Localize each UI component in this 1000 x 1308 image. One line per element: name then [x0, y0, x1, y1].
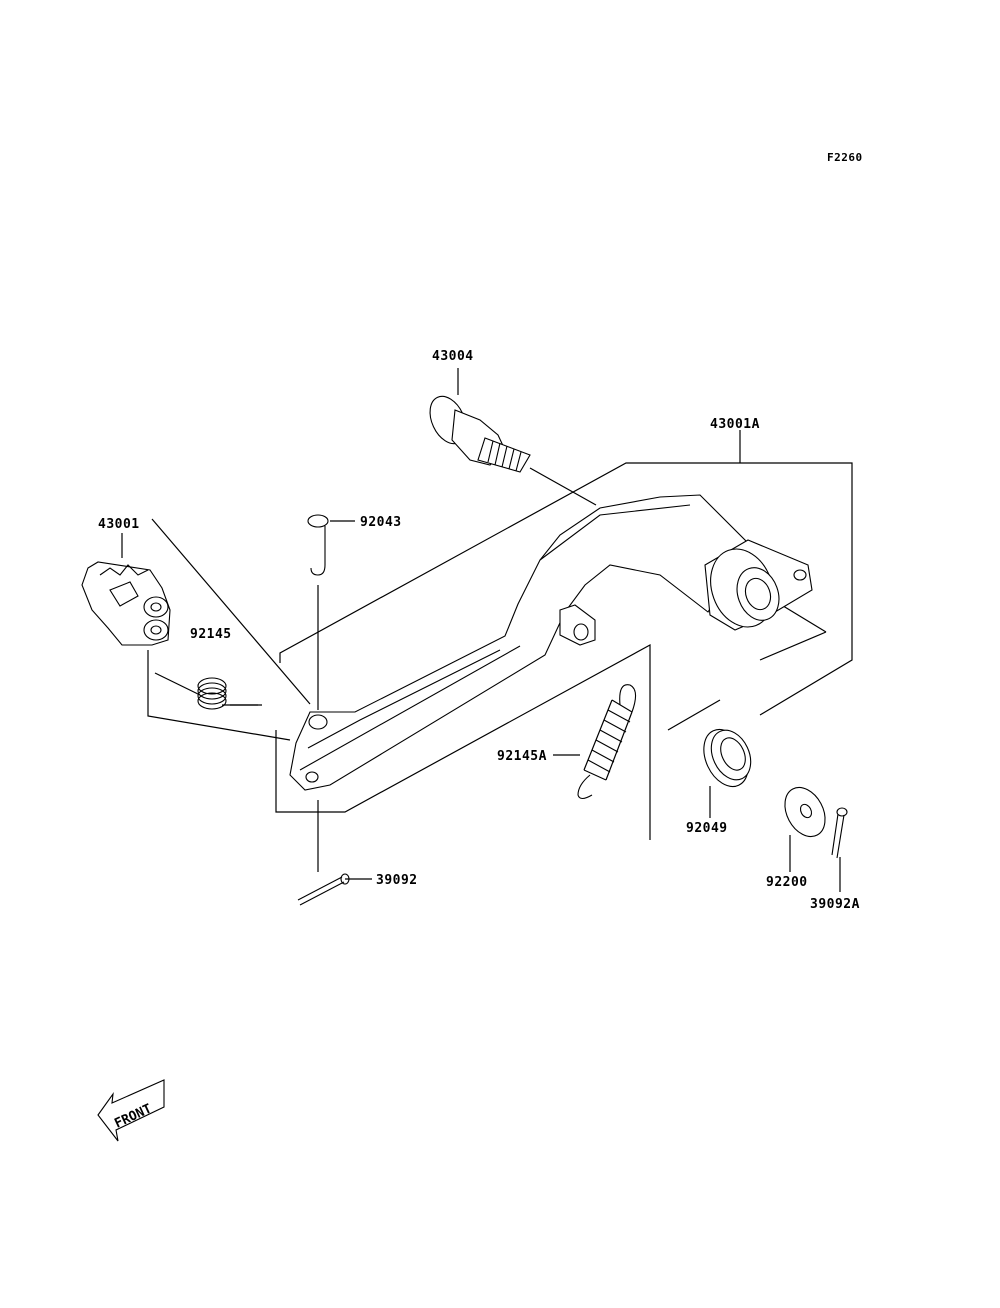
pin-92043 [307, 514, 329, 576]
cotter-pin-39092 [297, 873, 350, 906]
label-43004: 43004 [432, 349, 474, 364]
label-92200: 92200 [766, 875, 808, 890]
label-43001: 43001 [98, 517, 140, 532]
stopper-plate-43001 [81, 561, 171, 646]
label-92145A: 92145A [497, 749, 547, 764]
figure-code: F2260 [827, 151, 863, 164]
brake-pedal-43001A [289, 494, 813, 791]
label-39092: 39092 [376, 873, 418, 888]
cotter-pin-39092A [831, 807, 848, 859]
washer-92200 [784, 786, 826, 838]
label-92043: 92043 [360, 515, 402, 530]
label-92145: 92145 [190, 627, 232, 642]
front-arrow-icon: FRONT [97, 1079, 165, 1142]
return-spring-92145A [577, 684, 637, 800]
label-39092A: 39092A [810, 897, 860, 912]
label-92049: 92049 [686, 821, 728, 836]
torsion-spring-92145 [154, 672, 262, 710]
label-43001A: 43001A [710, 417, 760, 432]
oil-seal-92049 [703, 728, 752, 788]
pivot-bolt-43004 [429, 395, 531, 473]
